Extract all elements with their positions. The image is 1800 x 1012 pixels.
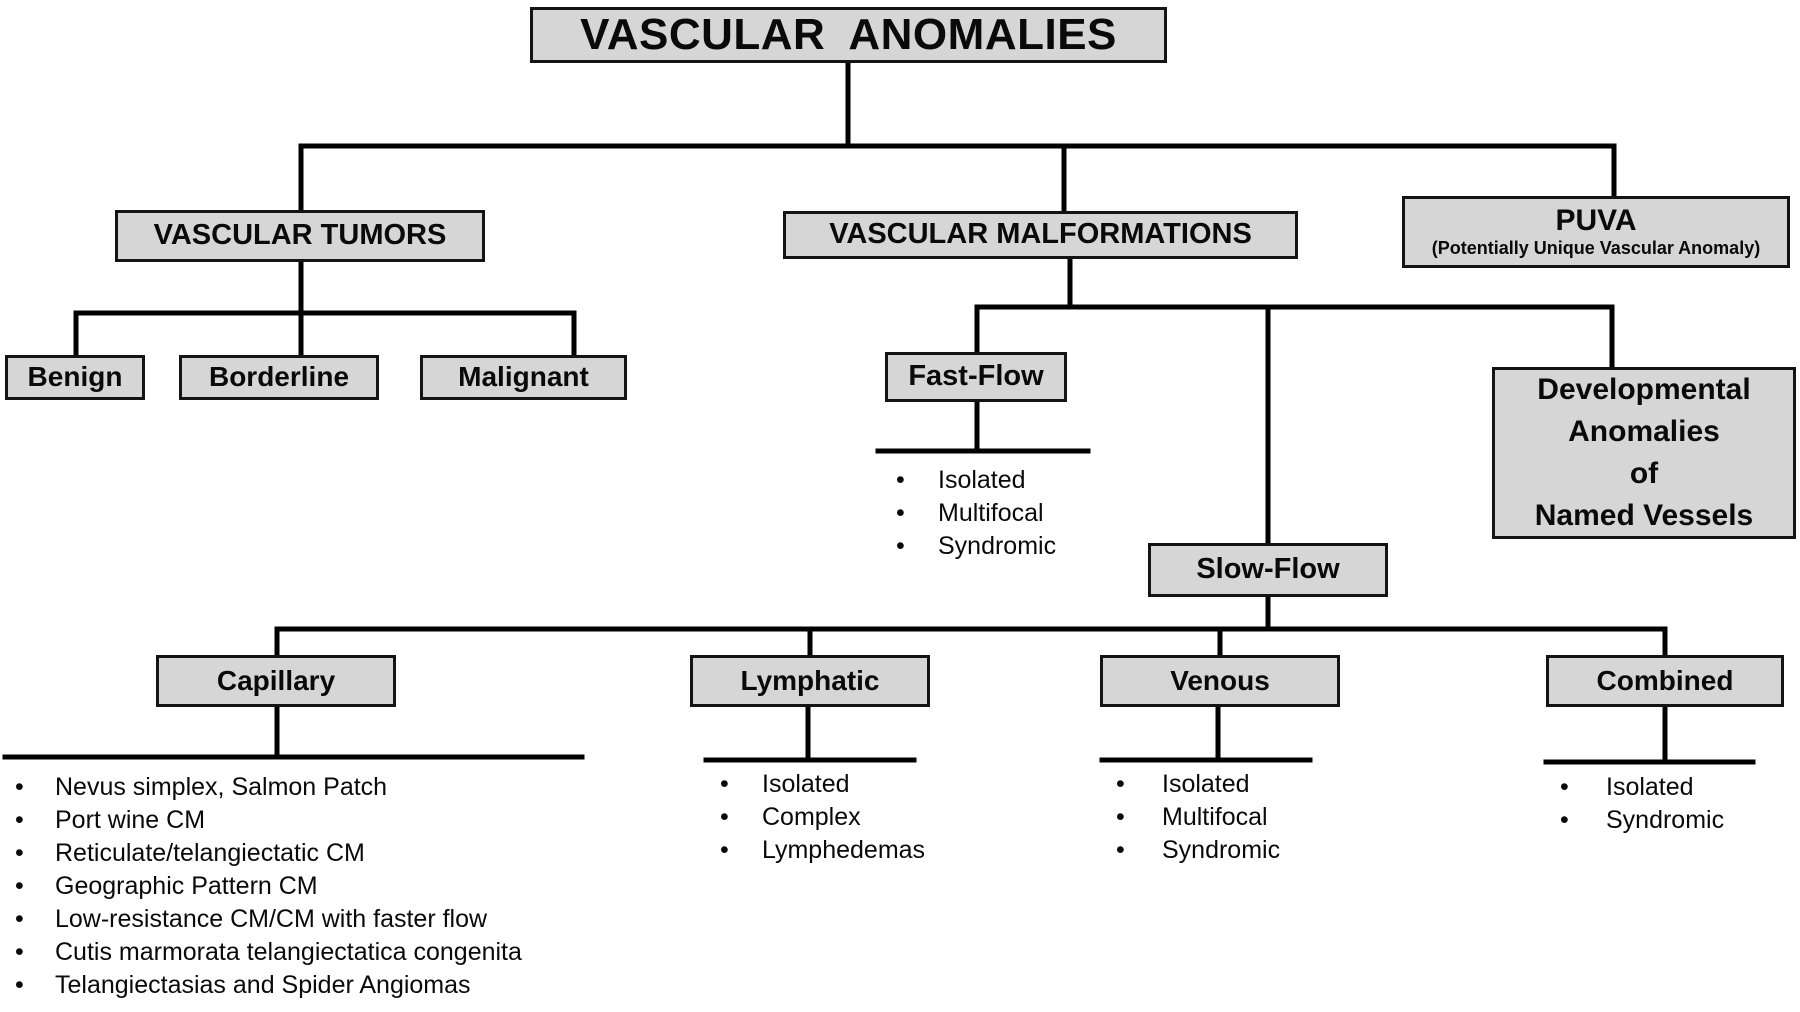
node-benign: Benign xyxy=(5,355,145,400)
node-lymphatic: Lymphatic xyxy=(690,655,930,707)
list-item-label: Syndromic xyxy=(938,532,1057,560)
list-item-label: Telangiectasias and Spider Angiomas xyxy=(55,971,471,999)
list-item: • Isolated xyxy=(720,768,925,801)
node-vascular-anomalies: VASCULAR ANOMALIES xyxy=(530,7,1167,63)
list-item-label: Isolated xyxy=(1162,770,1250,798)
fast-flow-list: • Isolated • Multifocal • Syndromic xyxy=(896,464,1056,563)
list-item: • Syndromic xyxy=(896,530,1056,563)
list-item-label: Low-resistance CM/CM with faster flow xyxy=(55,905,488,933)
list-item: • Syndromic xyxy=(1560,804,1724,837)
bullet-icon: • xyxy=(720,770,729,798)
list-item: • Complex xyxy=(720,801,925,834)
list-item-label: Geographic Pattern CM xyxy=(55,872,318,900)
list-item: • Multifocal xyxy=(1116,801,1280,834)
list-item: • Multifocal xyxy=(896,497,1056,530)
bullet-icon: • xyxy=(15,773,24,801)
puva-sublabel: (Potentially Unique Vascular Anomaly) xyxy=(1431,238,1761,258)
list-item-label: Lymphedemas xyxy=(762,836,926,864)
list-item: • Geographic Pattern CM xyxy=(15,870,522,903)
bullet-icon: • xyxy=(1560,806,1569,834)
list-item-label: Isolated xyxy=(1606,773,1694,801)
list-item-label: Isolated xyxy=(762,770,850,798)
bullet-icon: • xyxy=(1116,803,1125,831)
bullet-icon: • xyxy=(15,806,24,834)
bullet-icon: • xyxy=(15,839,24,867)
bullet-icon: • xyxy=(15,905,24,933)
node-capillary: Capillary xyxy=(156,655,396,707)
list-item: • Port wine CM xyxy=(15,804,522,837)
node-combined: Combined xyxy=(1546,655,1784,707)
bullet-icon: • xyxy=(720,803,729,831)
node-fast-flow: Fast-Flow xyxy=(885,352,1067,402)
list-item: • Lymphedemas xyxy=(720,834,925,867)
lymphatic-list: • Isolated • Complex • Lymphedemas xyxy=(720,768,925,867)
list-item-label: Syndromic xyxy=(1606,806,1725,834)
list-item-label: Complex xyxy=(762,803,861,831)
bullet-icon: • xyxy=(896,532,905,560)
node-borderline: Borderline xyxy=(179,355,379,400)
list-item: • Low-resistance CM/CM with faster flow xyxy=(15,903,522,936)
capillary-list: • Nevus simplex, Salmon Patch • Port wine C… xyxy=(15,771,522,1002)
bullet-icon: • xyxy=(1116,770,1125,798)
list-item: • Cutis marmorata telangiectatica congeni… xyxy=(15,936,522,969)
list-item-label: Isolated xyxy=(938,466,1026,494)
combined-list: • Isolated • Syndromic xyxy=(1560,771,1724,837)
list-item-label: Syndromic xyxy=(1162,836,1281,864)
list-item: • Isolated xyxy=(896,464,1056,497)
bullet-icon: • xyxy=(1116,836,1125,864)
list-item-label: Multifocal xyxy=(1162,803,1268,831)
node-puva: PUVA (Potentially Unique Vascular Anomal… xyxy=(1402,196,1790,268)
list-item: • Syndromic xyxy=(1116,834,1280,867)
node-vascular-malformations: VASCULAR MALFORMATIONS xyxy=(783,211,1298,259)
node-slow-flow: Slow-Flow xyxy=(1148,543,1388,597)
node-malignant: Malignant xyxy=(420,355,627,400)
list-item-label: Reticulate/telangiectatic CM xyxy=(55,839,365,867)
list-item-label: Port wine CM xyxy=(55,806,206,834)
list-item: • Nevus simplex, Salmon Patch xyxy=(15,771,522,804)
bullet-icon: • xyxy=(896,466,905,494)
bullet-icon: • xyxy=(720,836,729,864)
list-item-label: Multifocal xyxy=(938,499,1044,527)
list-item: • Telangiectasias and Spider Angiomas xyxy=(15,969,522,1002)
node-vascular-tumors: VASCULAR TUMORS xyxy=(115,210,485,262)
bullet-icon: • xyxy=(15,971,24,999)
list-item: • Isolated xyxy=(1116,768,1280,801)
bullet-icon: • xyxy=(1560,773,1569,801)
bullet-icon: • xyxy=(15,872,24,900)
venous-list: • Isolated • Multifocal • Syndromic xyxy=(1116,768,1280,867)
bullet-icon: • xyxy=(896,499,905,527)
node-venous: Venous xyxy=(1100,655,1340,707)
list-item-label: Cutis marmorata telangiectatica congenit… xyxy=(55,938,522,966)
puva-label: PUVA xyxy=(1555,204,1637,237)
list-item: • Isolated xyxy=(1560,771,1724,804)
list-item-label: Nevus simplex, Salmon Patch xyxy=(55,773,388,801)
node-developmental-anomalies: Developmental Anomalies of Named Vessels xyxy=(1492,367,1796,539)
bullet-icon: • xyxy=(15,938,24,966)
list-item: • Reticulate/telangiectatic CM xyxy=(15,837,522,870)
